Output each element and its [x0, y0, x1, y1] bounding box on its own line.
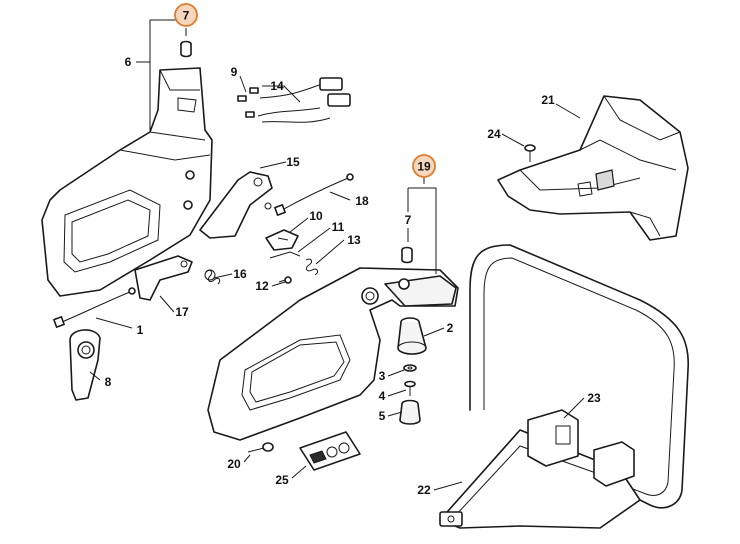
callout-12: 12 — [255, 279, 269, 293]
rear-handle-housing — [41, 67, 213, 297]
callout-1: 1 — [137, 323, 144, 337]
callout-label: 19 — [417, 160, 431, 174]
leader-lines — [89, 19, 585, 491]
callout-17: 17 — [175, 305, 189, 319]
small-screw — [278, 276, 292, 284]
highlight-circle — [174, 3, 198, 27]
callout-13: 13 — [347, 233, 361, 247]
callout-15: 15 — [286, 155, 300, 169]
callout-3: 3 — [379, 369, 386, 383]
callout-20: 20 — [227, 457, 241, 471]
callout-6: 6 — [125, 55, 132, 69]
bushing-upper — [180, 40, 192, 58]
front-handle-housing — [207, 267, 459, 441]
callout-7-top: 7 — [174, 3, 198, 27]
screw — [404, 380, 416, 396]
wire-harness — [257, 77, 351, 123]
clamp-block — [527, 409, 635, 487]
bushing-lower — [401, 246, 413, 264]
switch-cable — [274, 173, 354, 216]
callout-25: 25 — [275, 473, 289, 487]
guard-screw — [524, 144, 536, 162]
long-screw — [247, 442, 274, 453]
callout-4: 4 — [379, 389, 386, 403]
callout-18: 18 — [355, 194, 369, 208]
callout-23: 23 — [587, 391, 601, 405]
callout-14: 14 — [270, 79, 284, 93]
callout-21: 21 — [541, 93, 555, 107]
callout-22: 22 — [417, 483, 431, 497]
switch — [265, 229, 299, 251]
callout-19: 19 — [412, 154, 436, 178]
callout-8: 8 — [105, 375, 112, 389]
small-spring — [305, 258, 319, 276]
terminals — [237, 87, 259, 118]
callout-16: 16 — [233, 267, 247, 281]
label-plate — [299, 431, 361, 471]
callout-2: 2 — [447, 321, 454, 335]
highlight-circle — [412, 154, 436, 178]
switch-bracket — [199, 171, 273, 239]
callout-9: 9 — [231, 65, 238, 79]
loop-handle — [439, 244, 690, 529]
spring — [204, 269, 221, 285]
trigger-lever — [69, 329, 101, 401]
av-buffer — [397, 317, 427, 355]
av-element — [399, 399, 421, 425]
bracket — [134, 255, 193, 301]
callout-7-lower: 7 — [405, 213, 412, 227]
contact-piece — [269, 251, 301, 259]
callout-11: 11 — [332, 220, 345, 234]
cable — [53, 287, 136, 328]
callout-5: 5 — [379, 409, 386, 423]
hand-guard — [497, 95, 689, 241]
callout-label: 7 — [183, 9, 190, 23]
callout-24: 24 — [487, 127, 501, 141]
callout-10: 10 — [309, 209, 323, 223]
washer — [403, 364, 417, 372]
